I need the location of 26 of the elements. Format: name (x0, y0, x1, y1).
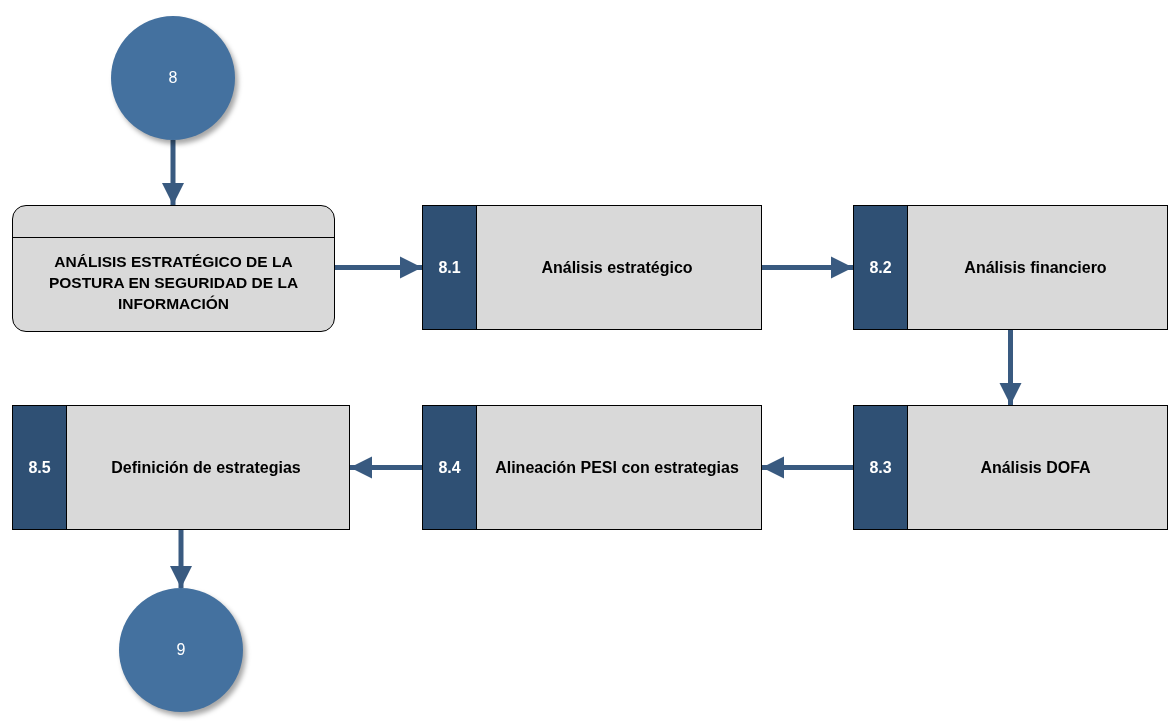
process-step-box (12, 405, 350, 530)
arrow (335, 256, 422, 279)
connector-number: 8 (168, 69, 178, 87)
process-step-box (853, 405, 1168, 530)
process-title: ANÁLISIS ESTRATÉGICO DE LA POSTURA EN SEGURIDAD DE LA INFORMACIÓN (47, 252, 300, 314)
process-step-box (422, 205, 762, 330)
step-number: 8.3 (854, 406, 908, 529)
step-number: 8.5 (13, 406, 67, 529)
process-step-box (853, 205, 1168, 330)
step-label: Análisis financiero (963, 257, 1108, 278)
step-label: Análisis estratégico (540, 257, 694, 278)
arrow (350, 456, 422, 479)
arrow (762, 256, 853, 279)
step-number: 8.1 (423, 206, 477, 329)
step-label: Definición de estrategias (110, 457, 302, 478)
step-label: Análisis DOFA (979, 457, 1092, 478)
arrow (162, 140, 184, 205)
process-title-box (12, 205, 335, 332)
arrow (170, 530, 192, 588)
step-label: Alineación PESI con estrategias (494, 457, 740, 478)
arrow (762, 456, 853, 479)
connector-number: 9 (176, 641, 186, 659)
step-number: 8.2 (854, 206, 908, 329)
step-number: 8.4 (423, 406, 477, 529)
process-step-box (422, 405, 762, 530)
arrow (999, 330, 1022, 405)
